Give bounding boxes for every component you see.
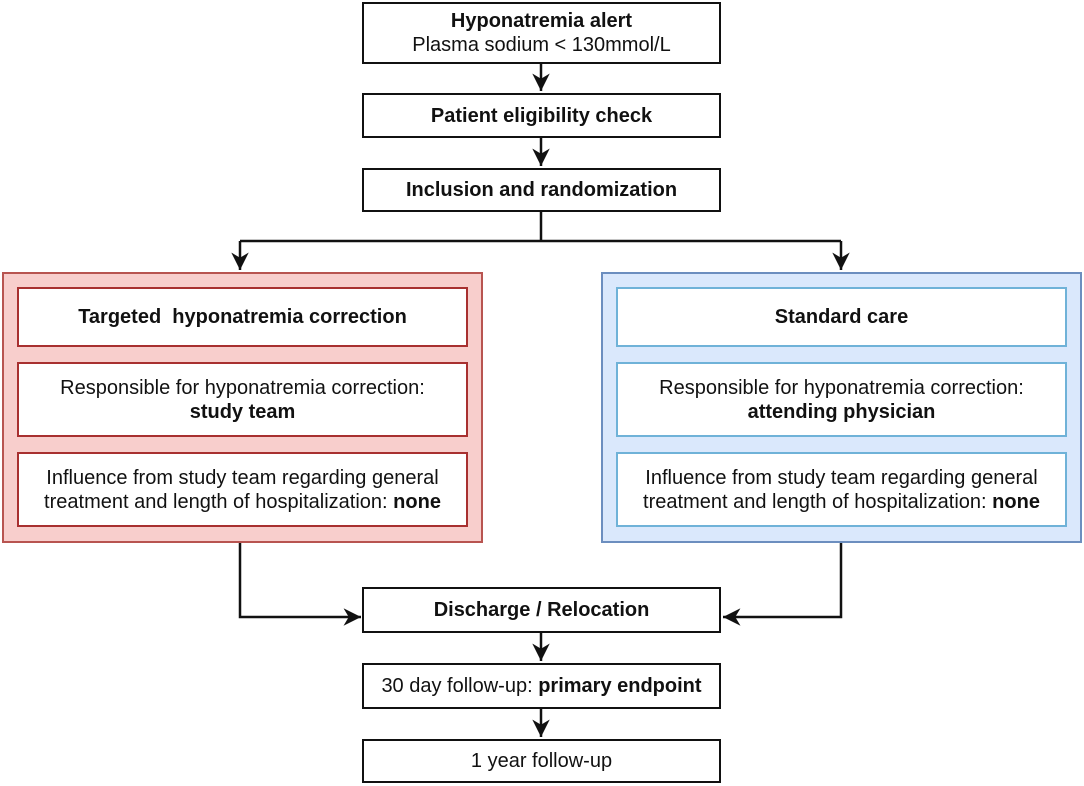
alert-subtitle: Plasma sodium < 130mmol/L bbox=[412, 34, 671, 56]
standard-influence-box: Influence from study team regarding gene… bbox=[616, 452, 1067, 527]
discharge-label: Discharge / Relocation bbox=[433, 599, 650, 621]
standard-arm-title-box: Standard care bbox=[616, 287, 1067, 347]
followup-30-day-box: 30 day follow-up: primary endpoint bbox=[362, 663, 721, 709]
eligibility-label: Patient eligibility check bbox=[430, 104, 653, 127]
hyponatremia-alert-box: Hyponatremia alert Plasma sodium < 130mm… bbox=[362, 2, 721, 64]
standard-influence-line2: treatment and length of hospitalization: bbox=[643, 490, 993, 513]
followup-1-year-label: 1 year follow-up bbox=[470, 750, 613, 772]
targeted-influence-value: none bbox=[393, 490, 441, 513]
standard-responsible-text: Responsible for hyponatremia correction: bbox=[659, 376, 1024, 399]
targeted-arm-title-box: Targeted hyponatremia correction bbox=[17, 287, 468, 347]
followup-30-day-endpoint: primary endpoint bbox=[538, 675, 702, 697]
standard-responsible-value: attending physician bbox=[747, 400, 936, 423]
targeted-influence-line1: Influence from study team regarding gene… bbox=[46, 466, 439, 489]
arrow-standard-to-discharge bbox=[723, 543, 843, 626]
targeted-arm-title: Targeted hyponatremia correction bbox=[78, 306, 407, 328]
standard-influence-value: none bbox=[992, 490, 1040, 513]
targeted-responsible-box: Responsible for hyponatremia correction:… bbox=[17, 362, 468, 437]
inclusion-label: Inclusion and randomization bbox=[405, 179, 678, 201]
targeted-responsible-text: Responsible for hyponatremia correction: bbox=[60, 376, 425, 399]
arrow-targeted-to-discharge bbox=[238, 543, 361, 626]
alert-title: Hyponatremia alert bbox=[450, 10, 633, 32]
standard-influence-line1: Influence from study team regarding gene… bbox=[645, 466, 1038, 489]
followup-30-day-prefix: 30 day follow-up: bbox=[381, 675, 539, 697]
eligibility-check-box: Patient eligibility check bbox=[362, 93, 721, 138]
inclusion-randomization-box: Inclusion and randomization bbox=[362, 168, 721, 212]
targeted-influence-line2: treatment and length of hospitalization: bbox=[44, 490, 394, 513]
targeted-responsible-value: study team bbox=[189, 400, 296, 423]
standard-responsible-box: Responsible for hyponatremia correction:… bbox=[616, 362, 1067, 437]
targeted-influence-box: Influence from study team regarding gene… bbox=[17, 452, 468, 527]
followup-1-year-box: 1 year follow-up bbox=[362, 739, 721, 783]
standard-arm-title: Standard care bbox=[774, 306, 909, 328]
discharge-relocation-box: Discharge / Relocation bbox=[362, 587, 721, 633]
